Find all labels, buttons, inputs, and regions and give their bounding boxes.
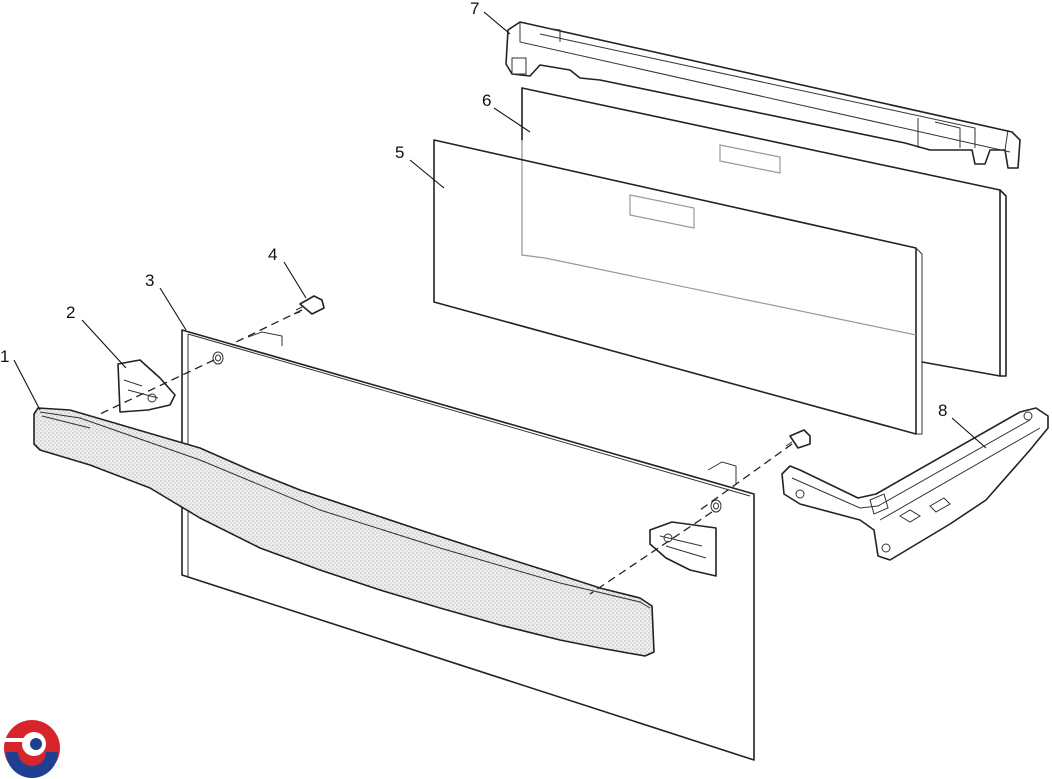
callout-8: 8 xyxy=(938,401,947,420)
callout-3: 3 xyxy=(145,271,154,290)
callout-6: 6 xyxy=(482,91,491,110)
callout-4: 4 xyxy=(268,245,277,264)
part-7-top-trim xyxy=(505,21,1021,169)
brand-logo xyxy=(4,720,60,778)
part-4-screw-bottom xyxy=(785,429,811,449)
callout-1: 1 xyxy=(0,347,9,366)
part-8-hinge xyxy=(781,407,1049,561)
callout-5: 5 xyxy=(395,143,404,162)
callout-2: 2 xyxy=(66,303,75,322)
part-2-left-end-cap xyxy=(117,359,176,413)
part-5-outer-glass xyxy=(433,139,923,435)
callout-7: 7 xyxy=(470,0,479,18)
assembly-dashed-lines xyxy=(99,309,793,595)
part-1-handle xyxy=(33,407,655,657)
part-2-right-end-cap xyxy=(649,521,717,577)
leader-lines xyxy=(13,11,987,449)
part-6-inner-glass xyxy=(521,87,1007,377)
